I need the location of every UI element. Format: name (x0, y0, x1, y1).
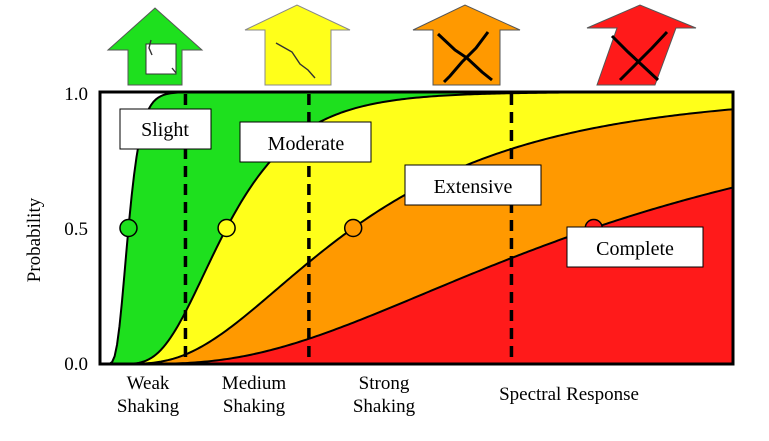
house-moderate-icon (244, 4, 351, 86)
complete-label: Complete (566, 226, 704, 268)
slight-median-point (119, 218, 138, 238)
extensive-label: Extensive (404, 164, 542, 206)
house-extensive-icon (412, 4, 521, 86)
y-axis-label: Probability (24, 197, 45, 282)
y-tick-label: 0.5 (64, 219, 88, 240)
complete-area (100, 187, 733, 364)
medium-shaking-label: Medium (222, 373, 287, 394)
svg-text:Complete: Complete (596, 238, 674, 260)
svg-text:Moderate: Moderate (268, 133, 345, 155)
plot-frame (98, 90, 735, 366)
weak-shaking-label: Shaking (117, 396, 180, 417)
strong-shaking-label: Shaking (353, 396, 416, 417)
house-slight-icon (106, 7, 204, 86)
svg-text:Slight: Slight (141, 119, 189, 141)
extensive-median-point (343, 218, 363, 238)
y-tick-label: 0.0 (64, 354, 88, 375)
slight-label: Slight (119, 108, 212, 150)
moderate-label: Moderate (239, 121, 372, 163)
house-complete-icon (586, 4, 697, 86)
svg-text:Extensive: Extensive (434, 176, 513, 198)
strong-shaking-label: Strong (359, 373, 410, 394)
x-axis-label: Spectral Response (499, 384, 639, 405)
complete-curve (100, 186, 733, 364)
moderate-median-point (217, 218, 236, 238)
y-tick-label: 1.0 (64, 84, 88, 105)
medium-shaking-label: Shaking (223, 396, 286, 417)
weak-shaking-label: Weak (127, 373, 170, 394)
